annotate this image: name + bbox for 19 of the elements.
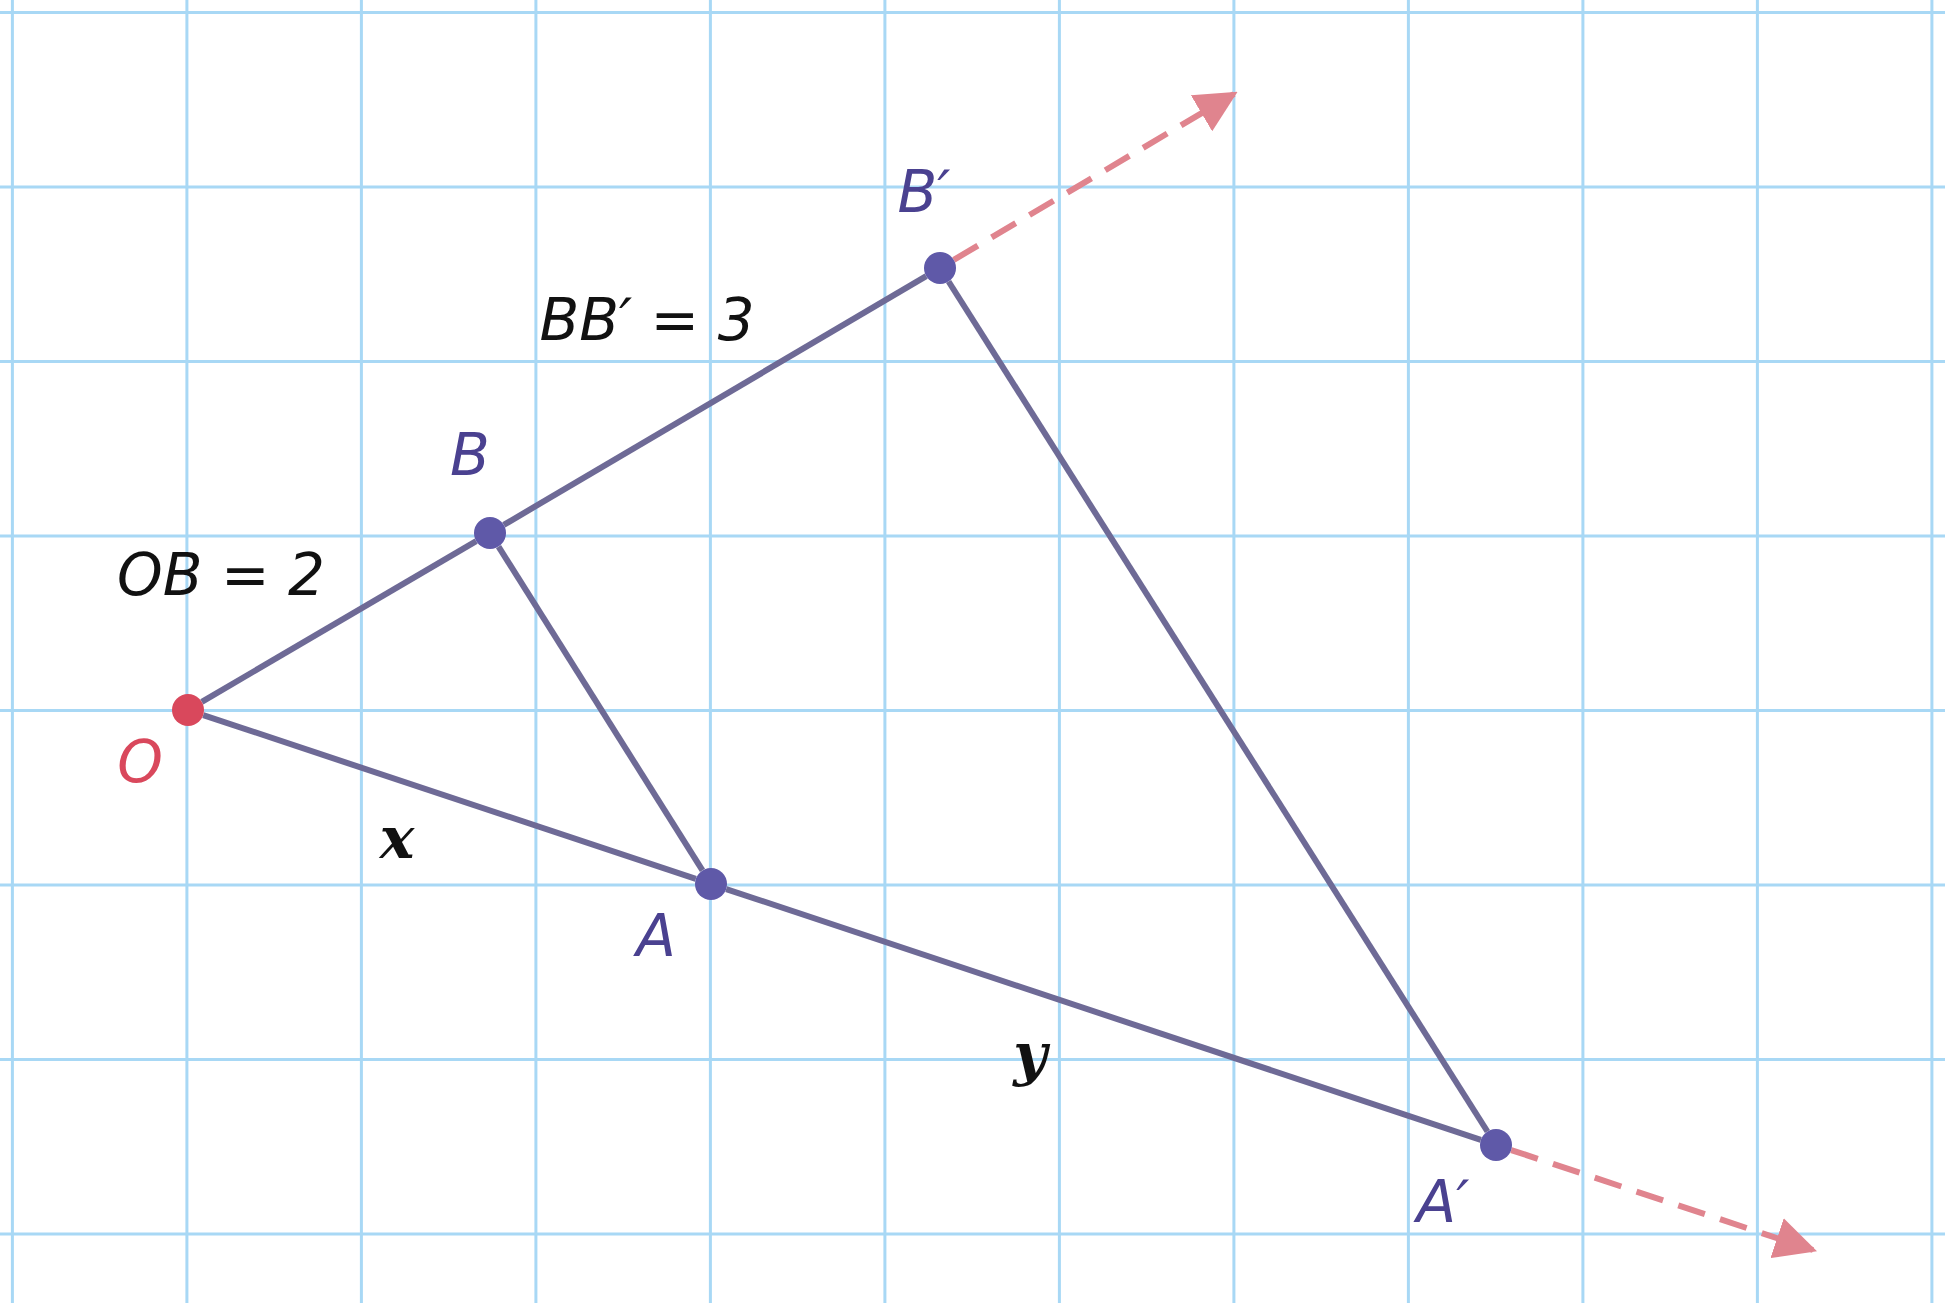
- length-annotation: OB = 2: [117, 546, 325, 604]
- point-label: B′: [897, 163, 951, 221]
- dashed-arrow: [1510, 1147, 1817, 1259]
- line-segment: [946, 279, 1490, 1134]
- point-label: B: [450, 426, 490, 484]
- line-segment: [202, 712, 697, 882]
- line-segment: [502, 273, 928, 528]
- point-dot: [924, 252, 956, 284]
- line-segment: [496, 544, 705, 873]
- point-dot: [695, 868, 727, 900]
- point-dot: [172, 694, 204, 726]
- line-segment: [200, 538, 478, 705]
- line-segment: [725, 886, 1482, 1143]
- dashed-arrow: [952, 91, 1238, 263]
- length-annotation: BB′ = 3: [539, 291, 755, 349]
- point-label: O: [117, 733, 163, 791]
- point-dot: [474, 517, 506, 549]
- segment-variable: x: [379, 809, 415, 867]
- point-dot: [1480, 1129, 1512, 1161]
